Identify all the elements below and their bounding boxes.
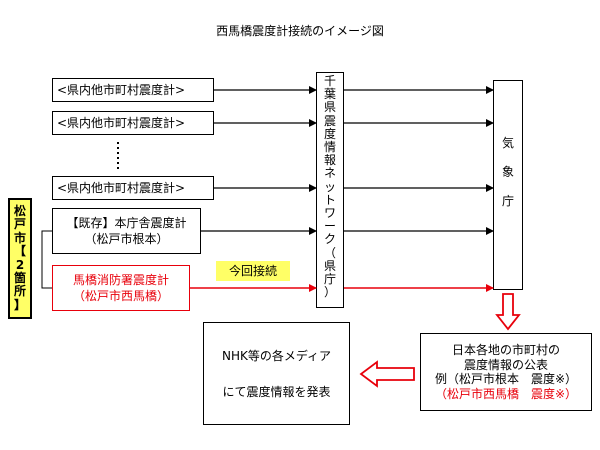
existing-seismometer-location: （松戸市根本） [84,232,169,246]
media-line-1: NHK等の各メディア [221,348,332,363]
municipal-seismometer-box-3: <県内他市町村震度計> [52,176,214,200]
existing-seismometer-box: 【既存】本庁舎震度計 （松戸市根本） [52,208,201,254]
matsudo-label-char: 2 [15,257,25,272]
municipal-seismometer-box-1: <県内他市町村震度計> [52,78,214,102]
network-label-char: 千 [323,74,336,88]
matsudo-bracket [41,230,52,289]
chiba-seismic-network-box: 千 葉 県 震 度 情 報 ネ ッ ト ワ ー ク （ 県 庁 ） [316,72,344,308]
publication-line-1: 日本各地の市町村の [451,343,560,357]
network-label-char: 情 [323,140,336,155]
matsudo-label-char: 松 [13,204,26,218]
matsudo-label-char: 市 [13,230,26,245]
new-seismometer-location: （松戸市西馬橋） [72,289,169,303]
media-box: NHK等の各メディア にて震度情報を発表 [203,322,350,425]
network-label-char: ） [323,285,336,300]
hollow-arrow-down [495,293,521,331]
network-label-char: 庁 [323,272,336,287]
hollow-arrow-left [359,360,415,388]
network-label-char: ー [323,219,336,234]
network-label-char: ネ [323,166,336,181]
new-connection-label: 今回接続 [216,261,290,281]
ellipsis-dots [117,142,119,169]
network-label-char: 震 [323,113,336,128]
matsudo-two-locations-label: 松 戸 市 【 2 箇 所 】 [8,198,32,319]
network-label-char: 葉 [323,87,336,102]
network-label-char: 報 [323,153,336,168]
network-label-char: （ [323,245,336,260]
matsudo-label-char: 所 [13,284,26,299]
network-label-char: ト [323,192,336,207]
jma-label-char: 気 [501,136,514,150]
matsudo-label-char: 箇 [13,271,26,286]
jma-label-char: 象 [501,165,514,179]
diagram-title: 西馬橋震度計接続のイメージ図 [216,24,384,38]
jma-label-char: 庁 [501,194,514,208]
new-seismometer-name: 馬橋消防署震度計 [72,273,169,287]
new-seismometer-box: 馬橋消防署震度計 （松戸市西馬橋） [52,265,190,311]
network-label-char: 県 [323,258,336,273]
municipal-seismometer-box-2: <県内他市町村震度計> [52,111,214,135]
media-line-2: にて震度情報を発表 [222,384,331,399]
matsudo-label-char: 戸 [13,217,26,232]
network-label-char: 度 [323,126,336,141]
jma-box: 気 象 庁 [493,80,523,290]
publication-example-existing: 例（松戸市根本 震度※） [434,372,578,386]
network-label-char: ッ [323,179,336,194]
network-label-char: 県 [323,100,336,115]
matsudo-label-char: 【 [13,244,26,259]
publication-box: 日本各地の市町村の 震度情報の公表 例（松戸市根本 震度※） （松戸市西馬橋 震… [420,333,592,411]
existing-seismometer-name: 【既存】本庁舎震度計 [66,216,187,230]
publication-example-new: （松戸市西馬橋 震度※） [434,386,578,401]
matsudo-label-char: 】 [13,297,26,312]
network-label-char: ク [323,232,336,247]
publication-line-2: 震度情報の公表 [463,357,548,372]
network-label-char: ワ [323,206,336,221]
